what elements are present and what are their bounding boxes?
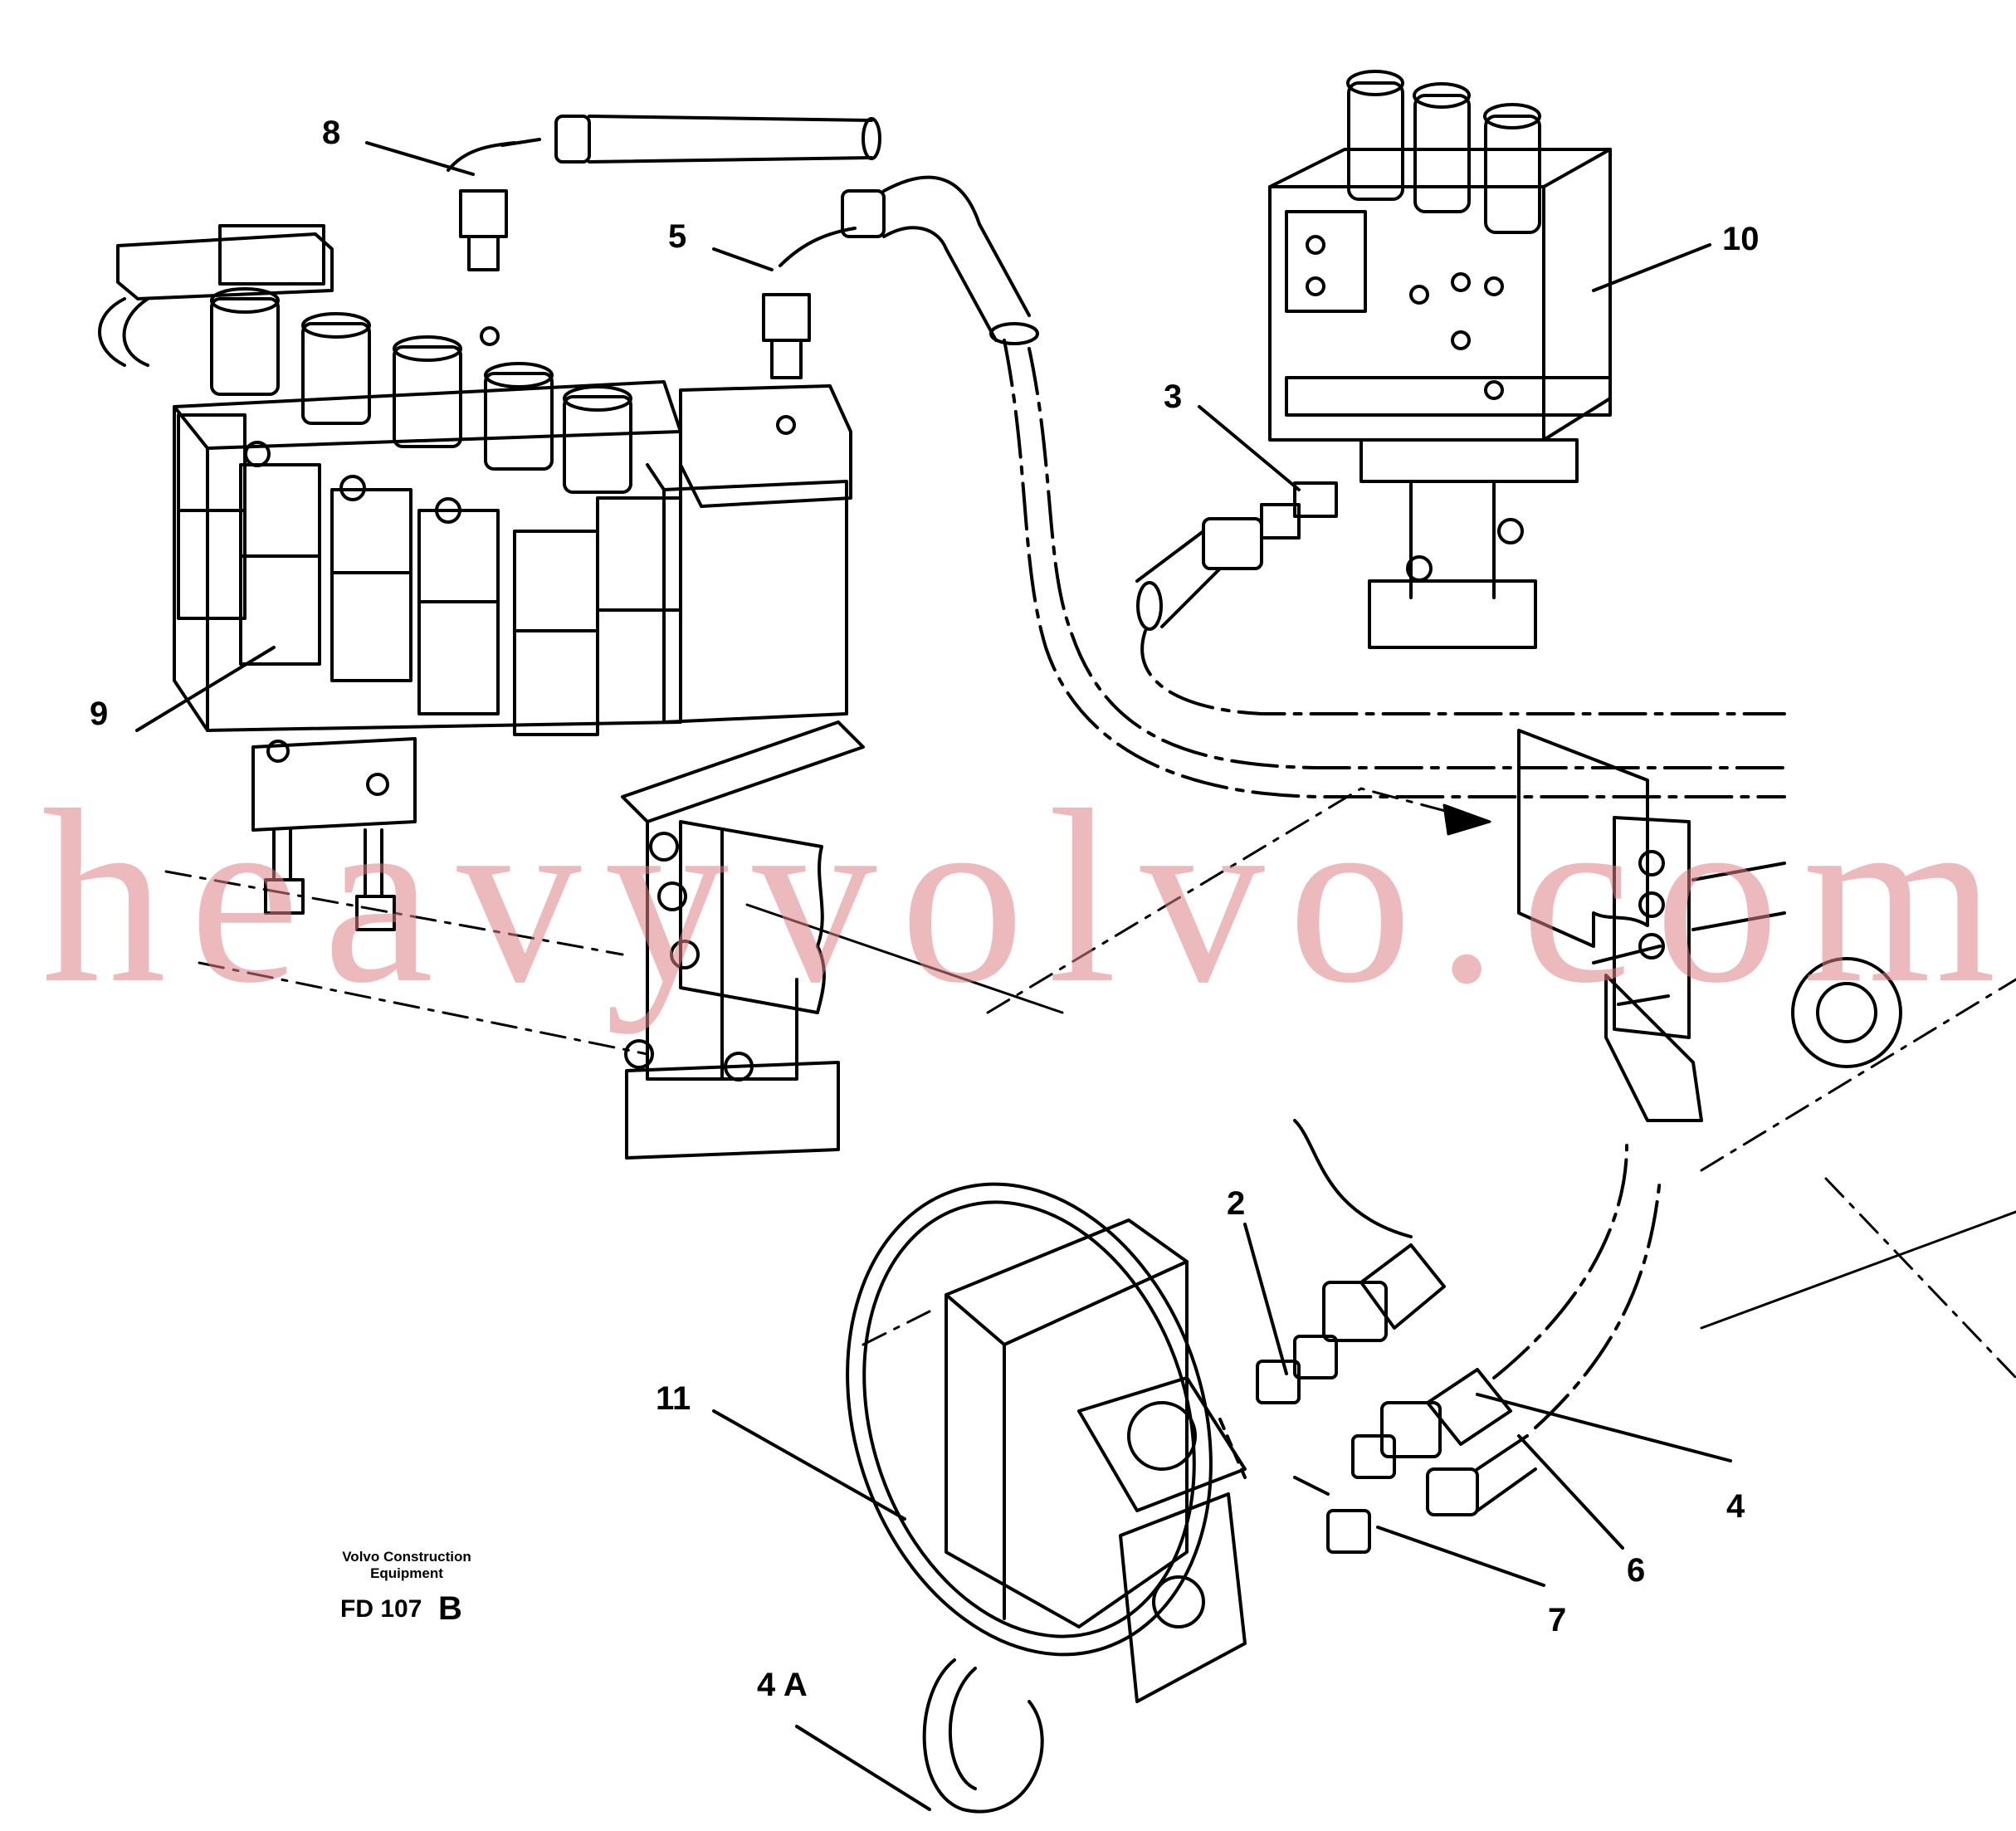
lower-fittings [1218, 1119, 1662, 1554]
gear-pump [846, 1182, 1247, 1814]
callout-9: 9 [90, 696, 109, 732]
routing-lines [164, 787, 2016, 1379]
pilot-valve [1268, 70, 1612, 649]
callout-4a: 4 A [757, 1667, 808, 1703]
callout-3: 3 [1164, 378, 1183, 415]
figure-code: FD 107 [340, 1595, 422, 1623]
callout-7: 7 [1548, 1602, 1567, 1638]
fitting-3 [1135, 481, 1786, 715]
callout-4: 4 [1726, 1488, 1745, 1525]
brand-subtitle: Equipment [370, 1565, 443, 1581]
callout-8: 8 [322, 115, 341, 151]
callout-5: 5 [668, 218, 687, 255]
callout-11: 11 [656, 1380, 691, 1417]
callout-10: 10 [1722, 221, 1760, 257]
callout-6: 6 [1627, 1552, 1646, 1589]
outlet-bracket [1517, 729, 1902, 1122]
valve-bank [98, 224, 865, 1160]
leader-lines [135, 141, 1732, 1811]
brand-name: Volvo Construction [342, 1549, 471, 1565]
watermark: heavyvolvo.com [41, 759, 2016, 1034]
figure-revision: B [438, 1590, 462, 1627]
fittings-8-5 [447, 115, 1786, 798]
callout-2: 2 [1227, 1185, 1246, 1222]
